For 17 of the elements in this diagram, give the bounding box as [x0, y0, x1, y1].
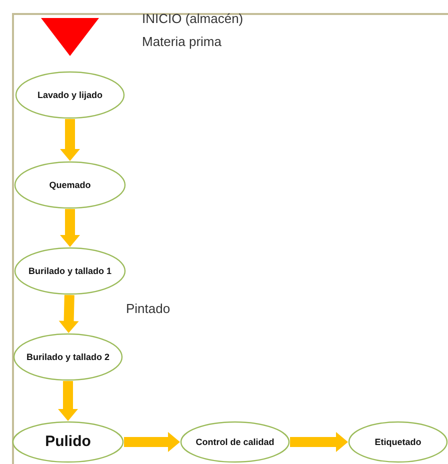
block-arrow: [60, 119, 80, 161]
process-label: Etiquetado: [374, 436, 422, 448]
process-label: Burilado y tallado 1: [27, 264, 113, 278]
process-label: Pulido: [44, 432, 92, 452]
block-arrow: [58, 381, 78, 421]
note-text: Pintado: [126, 302, 170, 315]
process-label: Control de calidad: [194, 436, 276, 448]
process-label: Quemado: [48, 178, 92, 192]
start-triangle: [41, 18, 99, 56]
start-caption: INICIO (almacén): [142, 12, 244, 25]
block-arrow: [290, 432, 348, 452]
start-caption: Materia prima: [142, 35, 222, 48]
block-arrow: [60, 209, 80, 247]
block-arrow: [58, 294, 79, 333]
block-arrow: [124, 432, 180, 452]
process-label: Burilado y tallado 2: [25, 350, 111, 364]
process-label: Lavado y lijado: [36, 88, 104, 102]
